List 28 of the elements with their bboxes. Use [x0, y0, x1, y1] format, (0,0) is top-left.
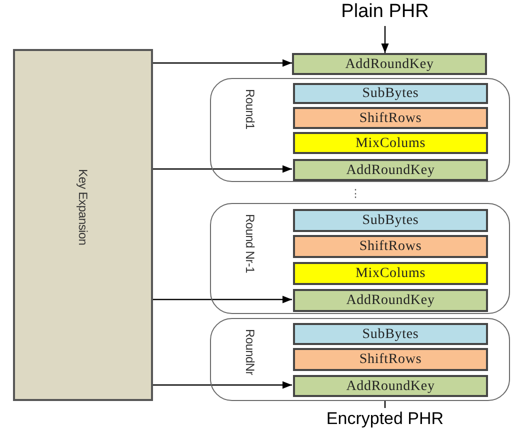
step-box: AddRoundKey — [293, 159, 488, 181]
step-box: AddRoundKey — [293, 289, 488, 312]
step-box: AddRoundKey — [292, 53, 487, 75]
step-box: SubBytes — [293, 323, 488, 345]
block-label: Key Expansion — [75, 169, 91, 246]
round-group — [210, 203, 510, 314]
arrow — [153, 296, 292, 304]
step-box: SubBytes — [293, 83, 488, 104]
arrow — [153, 59, 292, 67]
round-label: Round1 — [242, 89, 258, 130]
continuation-dots: ⋮ — [350, 187, 361, 201]
step-box: AddRoundKey — [293, 375, 488, 397]
step-box: SubBytes — [293, 209, 488, 232]
round-group — [210, 318, 510, 401]
io-label: Plain PHR — [320, 0, 450, 24]
step-box: MixColums — [293, 132, 488, 154]
key-expansion-block — [13, 49, 153, 401]
step-box: ShiftRows — [293, 107, 488, 129]
round-label: RoundNr — [242, 329, 258, 375]
io-label: Encrypted PHR — [300, 408, 470, 429]
arrow — [153, 381, 292, 389]
round-label: Round Nr-1 — [242, 214, 258, 274]
step-box: MixColums — [293, 262, 488, 285]
arrow — [381, 26, 389, 53]
round-group — [210, 78, 510, 182]
arrow — [153, 165, 292, 173]
step-box: ShiftRows — [293, 348, 488, 371]
step-box: ShiftRows — [293, 235, 488, 258]
